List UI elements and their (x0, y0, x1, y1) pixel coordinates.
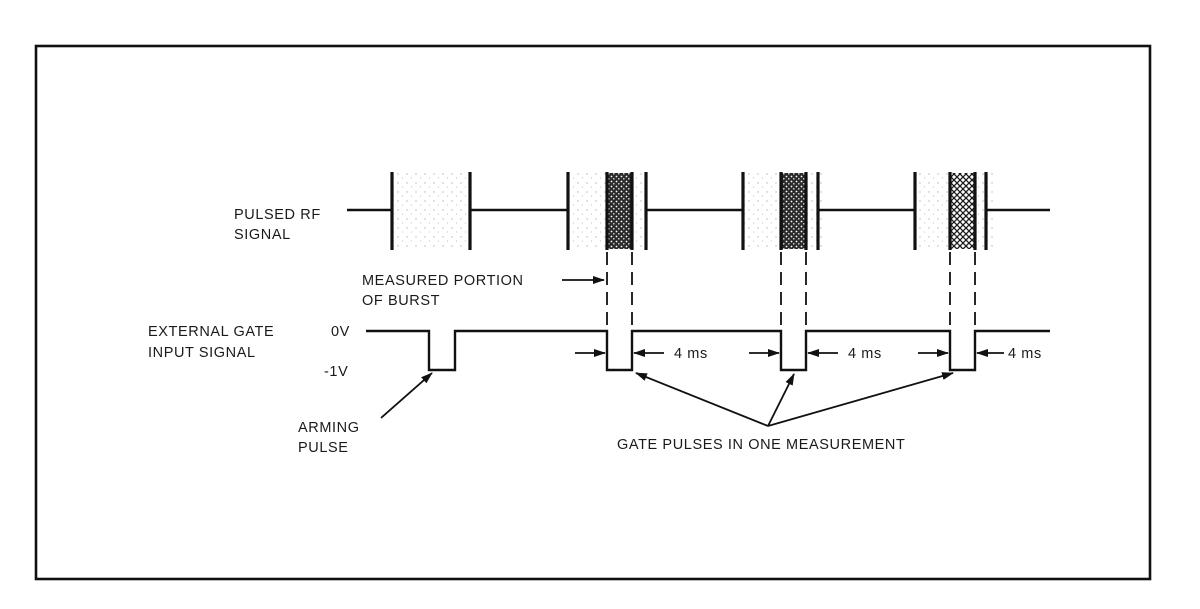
rf-burst-4-measured (950, 173, 975, 249)
gate-pulses-arrows (635, 372, 954, 427)
interval-label-1: 4 ms (674, 346, 708, 362)
interval-markers: 4 ms 4 ms 4 ms (575, 346, 1042, 362)
arming-pulse-label-line2: PULSE (298, 440, 349, 456)
measured-portion-projections (606, 252, 976, 330)
gate-signal-label-line2: INPUT SIGNAL (148, 345, 256, 361)
measured-portion-label-line1: MEASURED PORTION (362, 273, 524, 289)
rf-signal-trace (347, 172, 1050, 250)
rf-signal-label-line2: SIGNAL (234, 227, 291, 243)
level-minus1v-label: -1V (324, 364, 348, 380)
rf-burst-1 (392, 173, 470, 249)
level-0v-label: 0V (331, 324, 350, 340)
arming-pulse-arrow (380, 372, 433, 419)
interval-label-2: 4 ms (848, 346, 882, 362)
rf-signal-label-line1: PULSED RF (234, 207, 321, 223)
arming-pulse-label-line1: ARMING (298, 420, 360, 436)
rf-burst-2-measured (607, 173, 632, 249)
interval-label-3: 4 ms (1008, 346, 1042, 362)
measured-portion-label-line2: OF BURST (362, 293, 440, 309)
gate-pulses-label: GATE PULSES IN ONE MEASUREMENT (617, 437, 905, 453)
rf-burst-3-measured (781, 173, 806, 249)
gate-signal-label-line1: EXTERNAL GATE (148, 324, 274, 340)
diagram-frame (34, 44, 1152, 581)
gate-signal-trace (366, 329, 1050, 372)
